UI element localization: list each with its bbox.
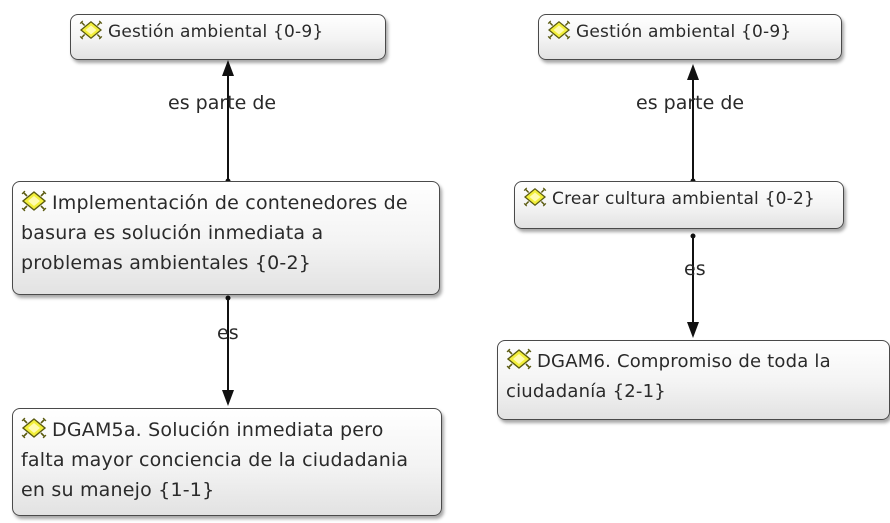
concept-node[interactable]: DGAM6. Compromiso de toda la ciudadanía …: [497, 340, 890, 420]
concept-node[interactable]: Gestión ambiental {0-9}: [70, 14, 386, 60]
concept-node[interactable]: Gestión ambiental {0-9}: [538, 14, 842, 60]
node-label: DGAM5a. Solución inmediata pero falta ma…: [21, 419, 409, 501]
code-quotation-icon: [547, 20, 571, 40]
link-label-es-parte-de: es parte de: [636, 92, 745, 114]
concept-node[interactable]: Crear cultura ambiental {0-2}: [514, 181, 844, 229]
code-quotation-icon: [523, 187, 547, 207]
node-label: Implementación de contenedores de basura…: [21, 192, 408, 274]
code-quotation-icon: [79, 20, 103, 40]
link-label-es: es: [684, 258, 706, 280]
arrowhead: [687, 322, 699, 338]
node-label: Gestión ambiental {0-9}: [576, 22, 792, 42]
code-quotation-icon: [506, 348, 532, 370]
concept-node[interactable]: Implementación de contenedores de basura…: [12, 181, 440, 295]
node-label: Gestión ambiental {0-9}: [108, 22, 324, 42]
arrowhead: [687, 64, 699, 80]
edge-origin-dot: [225, 295, 231, 301]
edge-origin-dot: [690, 233, 696, 239]
link-label-es-parte-de: es parte de: [168, 92, 277, 114]
arrowhead: [222, 60, 234, 76]
node-label: DGAM6. Compromiso de toda la ciudadanía …: [506, 351, 831, 402]
concept-node[interactable]: DGAM5a. Solución inmediata pero falta ma…: [12, 408, 442, 516]
node-label: Crear cultura ambiental {0-2}: [552, 189, 815, 209]
link-label-es: es: [217, 322, 239, 344]
code-quotation-icon: [21, 417, 47, 439]
code-quotation-icon: [21, 190, 47, 212]
arrowhead: [222, 390, 234, 406]
